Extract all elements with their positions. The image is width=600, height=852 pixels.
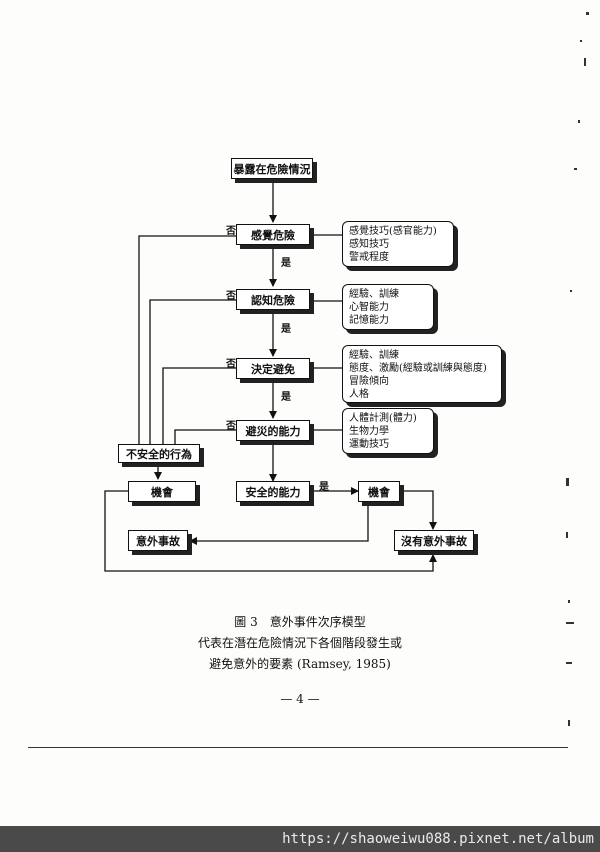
node-avoid-ability: 避災的能力	[236, 420, 310, 441]
label-yes-recognize: 是	[281, 324, 291, 335]
page-bottom-rule	[28, 747, 568, 748]
node-decide-avoid: 決定避免	[236, 358, 310, 379]
figure-caption-line3: 避免意外的要素 (Ramsey, 1985)	[209, 657, 391, 671]
no-path-decide	[159, 367, 236, 466]
note-line: 人格	[349, 389, 369, 400]
label-no-ability: 否	[226, 421, 236, 432]
scan-speck	[586, 12, 589, 15]
node-accident: 意外事故	[128, 530, 188, 551]
label-yes-perceive: 是	[281, 258, 291, 269]
scan-speck	[566, 478, 569, 486]
note-line: 冒險傾向	[349, 376, 389, 387]
note-line: 記憶能力	[349, 315, 389, 326]
node-recognize-hazard: 認知危險	[236, 289, 310, 310]
label-no-recognize: 否	[226, 291, 236, 302]
figure-caption-title: 圖 3 意外事件次序模型	[234, 615, 366, 629]
arrow-leftchance-no-accident	[104, 490, 437, 572]
note-line: 經驗、訓練	[349, 289, 399, 300]
scan-speck	[568, 600, 570, 603]
note-perceive-factors: 感覺技巧(感官能力) 感知技巧 警戒程度	[342, 221, 454, 267]
scan-speck	[580, 40, 582, 42]
scan-speck	[568, 720, 570, 726]
scan-speck	[566, 532, 568, 538]
note-line: 感覺技巧(感官能力)	[349, 226, 437, 237]
node-no-accident: 沒有意外事故	[394, 530, 474, 551]
note-line: 警戒程度	[349, 252, 389, 263]
note-line: 心智能力	[349, 302, 389, 313]
watermark-url: https://shaoweiwu088.pixnet.net/album	[282, 831, 594, 847]
node-exposure: 暴露在危險情況	[231, 158, 313, 179]
scan-speck	[566, 662, 572, 664]
scan-speck	[584, 58, 586, 66]
note-line: 感知技巧	[349, 239, 389, 250]
note-line: 人體計測(體力)	[349, 413, 417, 424]
note-line: 經驗、訓練	[349, 350, 399, 361]
arrow-chance-accident	[189, 503, 369, 545]
note-line: 態度、激勵(經驗或訓練與態度)	[349, 363, 487, 374]
no-path-recognize	[146, 299, 236, 466]
label-no-perceive: 否	[226, 226, 236, 237]
scan-speck	[574, 168, 577, 170]
scanned-page: 暴露在危險情況 感覺危險 認知危險 決定避免 避災的能力 不安全的行為 機會 安…	[28, 12, 589, 748]
scan-speck	[570, 290, 572, 292]
arrow-chance-no-accident	[400, 490, 437, 530]
label-no-decide: 否	[226, 359, 236, 370]
scan-speck	[566, 622, 574, 624]
note-ability-factors: 人體計測(體力) 生物力學 運動技巧	[342, 408, 434, 454]
node-unsafe-behavior: 不安全的行為	[118, 444, 200, 463]
node-chance-left: 機會	[128, 481, 196, 502]
scan-speck	[578, 120, 580, 123]
label-yes-safe: 是	[319, 482, 329, 493]
page-number: — 4 —	[280, 692, 320, 706]
note-line: 運動技巧	[349, 439, 389, 450]
node-safe-ability: 安全的能力	[236, 481, 310, 502]
note-line: 生物力學	[349, 426, 389, 437]
node-perceive-hazard: 感覺危險	[236, 224, 310, 245]
figure-caption-line2: 代表在潛在危險情況下各個階段發生或	[197, 636, 402, 650]
node-chance-right: 機會	[358, 481, 400, 502]
note-decide-factors: 經驗、訓練 態度、激勵(經驗或訓練與態度) 冒險傾向 人格	[342, 345, 502, 403]
no-path-perceive	[135, 235, 236, 466]
label-yes-decide: 是	[281, 392, 291, 403]
watermark-url-bar: https://shaoweiwu088.pixnet.net/album	[0, 826, 600, 852]
note-recognize-factors: 經驗、訓練 心智能力 記憶能力	[342, 284, 434, 330]
